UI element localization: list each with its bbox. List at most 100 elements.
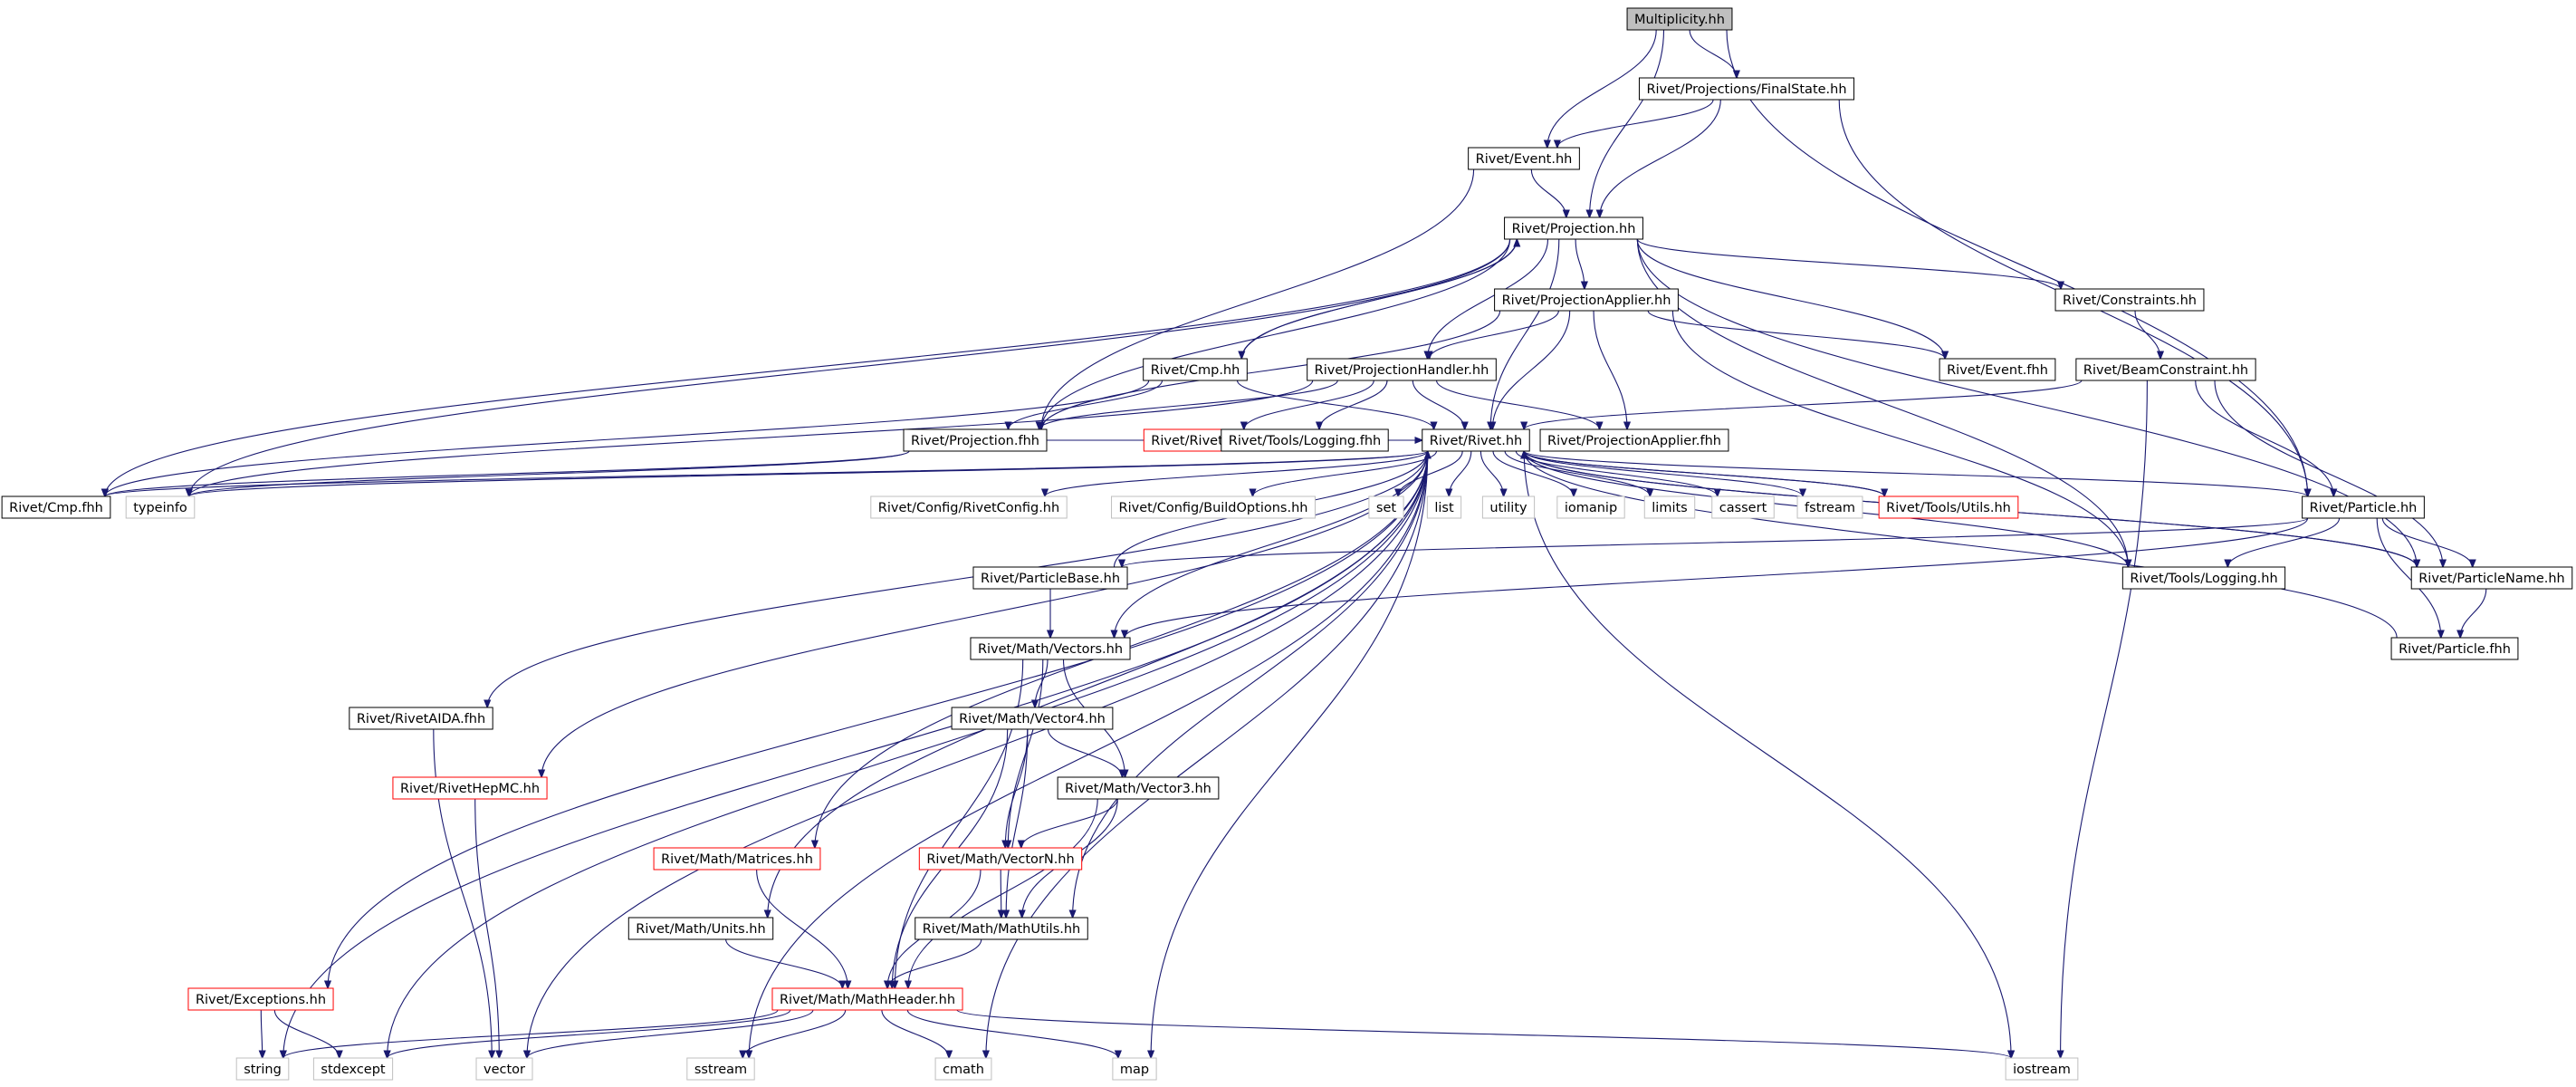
node-rivet-rivet-hh[interactable]: Rivet/Rivet.hh [1422,428,1530,452]
node-list[interactable]: list [1426,495,1462,519]
node-label: Multiplicity.hh [1634,13,1725,27]
edge-beamconstraint-to-iostream [2061,380,2148,1058]
edge-multiplicity-to-event [1547,29,1657,148]
edge-rivethh-to-cmath [986,450,1429,1058]
node-label: Rivet/Event.fhh [1947,363,2048,378]
node-rivet-projectionhandler-hh[interactable]: Rivet/ProjectionHandler.hh [1307,358,1497,381]
node-label: sstream [694,1063,747,1077]
edge-projhandler-to-typeinfo [189,380,1314,496]
node-rivet-projectionapplier-fhh[interactable]: Rivet/ProjectionApplier.fhh [1539,428,1729,452]
node-label: cassert [1719,501,1767,515]
node-rivet-projections-finalstate-hh[interactable]: Rivet/Projections/FinalState.hh [1638,77,1855,101]
node-rivet-particle-fhh[interactable]: Rivet/Particle.fhh [2390,637,2519,660]
node-rivet-math-mathutils-hh[interactable]: Rivet/Math/MathUtils.hh [915,917,1088,940]
node-label: Rivet/Tools/Logging.fhh [1229,434,1381,448]
node-rivet-tools-logging-hh[interactable]: Rivet/Tools/Logging.hh [2121,566,2286,590]
edge-cmp-to-projfhh [1009,380,1164,429]
node-rivet-math-vector3-hh[interactable]: Rivet/Math/Vector3.hh [1057,776,1220,800]
node-rivet-cmp-fhh[interactable]: Rivet/Cmp.fhh [1,495,111,519]
edge-matrices-to-mathheader [756,869,848,988]
node-iomanip[interactable]: iomanip [1556,495,1625,519]
edge-beamconstraint-to-particlehh [2195,380,2334,496]
node-rivet-particlename-hh[interactable]: Rivet/ParticleName.hh [2410,566,2573,590]
node-rivet-exceptions-hh[interactable]: Rivet/Exceptions.hh [187,987,334,1011]
node-label: cmath [943,1063,984,1077]
node-box [903,428,1048,452]
node-rivet-event-fhh[interactable]: Rivet/Event.fhh [1939,358,2056,381]
edge-rivethh-to-string [283,450,1429,1058]
node-box [1143,358,1248,381]
node-iostream[interactable]: iostream [2005,1057,2079,1081]
node-fstream[interactable]: fstream [1796,495,1863,519]
node-set[interactable]: set [1368,495,1404,519]
node-label: Rivet/Config/BuildOptions.hh [1119,501,1308,515]
node-rivet-math-vector4-hh[interactable]: Rivet/Math/Vector4.hh [951,707,1114,730]
node-label: Rivet/Tools/Utils.hh [1886,501,2011,515]
node-label: iomanip [1565,501,1617,515]
node-sstream[interactable]: sstream [686,1057,755,1081]
node-rivet-rivetaida-fhh[interactable]: Rivet/RivetAIDA.fhh [349,707,493,730]
node-rivet-config-buildoptions-hh[interactable]: Rivet/Config/BuildOptions.hh [1111,495,1316,519]
node-rivet-math-vectorn-hh[interactable]: Rivet/Math/VectorN.hh [918,847,1083,871]
node-label: set [1376,501,1396,515]
node-rivet-cmp-hh[interactable]: Rivet/Cmp.hh [1143,358,1248,381]
edge-particlehh-to-toolslogging [2227,517,2341,567]
node-rivet-projection-hh[interactable]: Rivet/Projection.hh [1504,216,1643,240]
node-limits[interactable]: limits [1643,495,1696,519]
node-rivet-tools-logging-fhh[interactable]: Rivet/Tools/Logging.fhh [1221,428,1389,452]
edge-rivethh-to-vector [527,450,1429,1058]
node-label: Rivet/ProjectionApplier.hh [1502,293,1671,308]
node-box [312,1057,394,1081]
node-rivet-config-rivetconfig-hh[interactable]: Rivet/Config/RivetConfig.hh [870,495,1068,519]
node-label: vector [484,1063,525,1077]
node-map[interactable]: map [1112,1057,1157,1081]
edge-projapplier-to-rivethh [1492,310,1571,429]
edge-rivethh-to-list [1449,450,1472,496]
edge-mathheader-to-string [283,1009,779,1058]
node-rivet-constraints-hh[interactable]: Rivet/Constraints.hh [2054,288,2205,312]
node-rivet-particle-hh[interactable]: Rivet/Particle.hh [2302,495,2425,519]
edge-rivethh-to-buildoptions [1253,450,1438,496]
edge-mathheader-to-vector [527,1009,814,1058]
edge-rivethepmc-to-vector [474,798,500,1058]
edge-vector4-to-vectorn [1005,728,1029,848]
node-rivet-particlebase-hh[interactable]: Rivet/ParticleBase.hh [972,566,1128,590]
node-utility[interactable]: utility [1481,495,1536,519]
node-stdexcept[interactable]: stdexcept [312,1057,394,1081]
edge-mathheader-to-sstream [742,1009,847,1058]
edge-mathheader-to-iostream [956,1009,2011,1058]
node-box [1422,428,1530,452]
node-rivet-projectionapplier-hh[interactable]: Rivet/ProjectionApplier.hh [1494,288,1679,312]
node-box [2121,566,2286,590]
node-string[interactable]: string [235,1057,290,1081]
node-cassert[interactable]: cassert [1711,495,1775,519]
node-cmath[interactable]: cmath [934,1057,992,1081]
node-label: Rivet/Particle.fhh [2399,642,2511,657]
node-label: Rivet/Projection.fhh [911,434,1039,448]
edge-rivethh-to-rivetaida [487,450,1429,707]
edge-particlehh-to-particlename [2381,517,2472,567]
node-box [1939,358,2056,381]
node-rivet-math-mathheader-hh[interactable]: Rivet/Math/MathHeader.hh [771,987,963,1011]
node-label: Rivet/Rivet.hh [1430,434,1522,448]
node-rivet-projection-fhh[interactable]: Rivet/Projection.fhh [903,428,1048,452]
node-rivet-tools-utils-hh[interactable]: Rivet/Tools/Utils.hh [1878,495,2019,519]
node-label: Rivet/Math/Vector4.hh [959,712,1106,726]
node-label: string [244,1063,282,1077]
node-rivet-beamconstraint-hh[interactable]: Rivet/BeamConstraint.hh [2075,358,2256,381]
node-multiplicity-hh[interactable]: Multiplicity.hh [1626,7,1733,31]
node-box [1221,428,1389,452]
node-rivet-event-hh[interactable]: Rivet/Event.hh [1468,147,1580,170]
node-rivet-math-vectors-hh[interactable]: Rivet/Math/Vectors.hh [970,637,1131,660]
node-rivet-math-matrices-hh[interactable]: Rivet/Math/Matrices.hh [653,847,821,871]
node-typeinfo[interactable]: typeinfo [125,495,196,519]
node-label: Rivet/Exceptions.hh [196,993,326,1007]
node-vector[interactable]: vector [475,1057,533,1081]
node-label: Rivet/Math/MathHeader.hh [780,993,955,1007]
node-rivet-math-units-hh[interactable]: Rivet/Math/Units.hh [627,917,774,940]
node-label: map [1120,1063,1149,1077]
edge-vector3-to-vectorn [1021,798,1118,848]
node-box [1112,1057,1157,1081]
node-rivet-rivethepmc-hh[interactable]: Rivet/RivetHepMC.hh [392,776,548,800]
node-label: Rivet/Tools/Logging.hh [2130,572,2277,586]
